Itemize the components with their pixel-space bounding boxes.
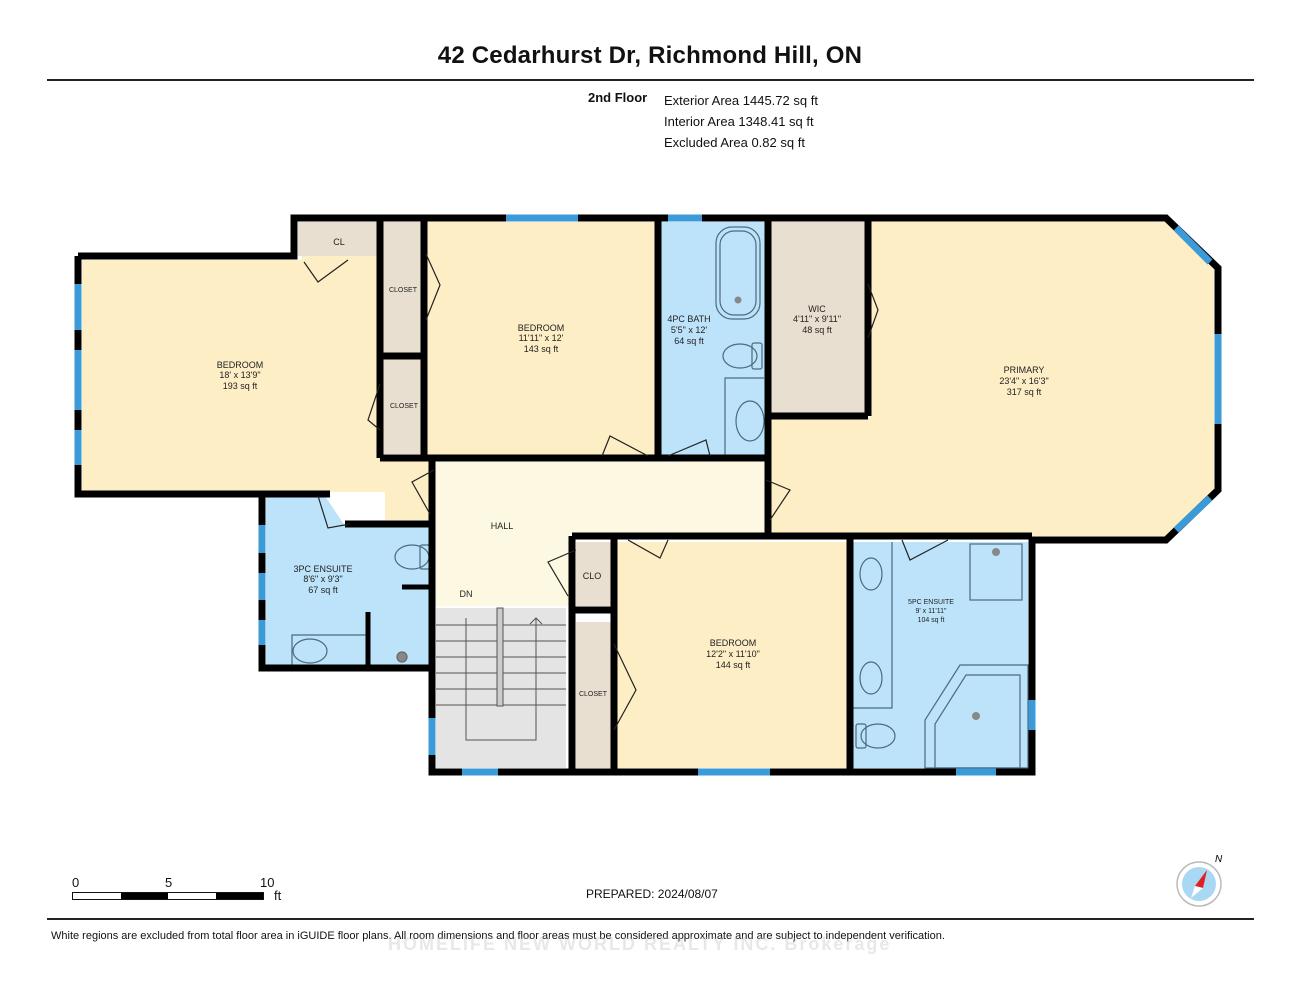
header-divider	[47, 79, 1254, 81]
svg-text:12'2" x 11'10": 12'2" x 11'10"	[706, 649, 760, 659]
door-bedroom-south	[627, 539, 669, 559]
svg-text:8'6" x 9'3": 8'6" x 9'3"	[303, 574, 342, 584]
label-stairs-down: DN	[460, 589, 473, 599]
footer-divider	[47, 918, 1254, 920]
door-closet-2	[367, 383, 381, 431]
svg-text:11'11" x 12': 11'11" x 12'	[519, 333, 564, 343]
scale-tick-0: 0	[72, 875, 80, 890]
room-wic	[770, 222, 866, 414]
room-bedroom-north	[426, 222, 656, 456]
svg-text:67 sq ft: 67 sq ft	[308, 585, 338, 595]
door-cl	[303, 259, 349, 283]
disclaimer: White regions are excluded from total fl…	[51, 930, 945, 942]
label-bedroom-south: BEDROOM	[710, 638, 757, 648]
scale-segments	[72, 892, 264, 900]
label-wic: WIC	[808, 304, 826, 314]
watermark: HOMELIFE NEW WORLD REALTY INC. Brokerage	[388, 934, 892, 954]
room-bedroom-south	[616, 542, 848, 768]
doors	[303, 253, 949, 731]
label-cl: CL	[333, 237, 345, 247]
stair-treads	[436, 607, 566, 741]
toilet-icon	[722, 343, 758, 369]
label-ensuite-3pc: 3PC ENSUITE	[293, 564, 352, 574]
plan-title: 42 Cedarhurst Dr, Richmond Hill, ON	[437, 42, 863, 69]
door-primary	[765, 479, 791, 521]
scale-unit: ft	[274, 888, 282, 903]
area-summary: Exterior Area 1445.72 sq ft Interior Are…	[664, 90, 818, 153]
exterior-area: Exterior Area 1445.72 sq ft	[664, 93, 818, 108]
svg-text:143 sq ft: 143 sq ft	[524, 344, 559, 354]
door-bedroom-west	[411, 469, 435, 515]
svg-text:18' x 13'9": 18' x 13'9"	[219, 370, 260, 380]
windows	[74, 214, 1222, 776]
door-ensuite-3pc	[317, 495, 351, 529]
shower-stall-icon	[969, 543, 1023, 601]
floor-label: 2nd Floor	[588, 90, 648, 105]
label-closet-3: CLOSET	[579, 691, 608, 698]
prepared-date: PREPARED: 2024/08/07	[586, 887, 718, 901]
svg-text:5'5" x 12': 5'5" x 12'	[671, 325, 707, 335]
door-clo	[547, 549, 577, 597]
sink-icon	[859, 557, 883, 591]
room-clo	[576, 542, 612, 606]
excluded-area: Excluded Area 0.82 sq ft	[664, 135, 805, 150]
room-cl	[298, 222, 378, 256]
room-labels: BEDROOM 18' x 13'9" 193 sq ft BEDROOM 11…	[217, 237, 1049, 698]
interior-area: Interior Area 1348.41 sq ft	[664, 114, 814, 129]
label-closet-2: CLOSET	[390, 403, 419, 410]
compass-icon: N	[1176, 854, 1223, 907]
room-closet-3	[576, 622, 612, 768]
door-closet-1	[425, 253, 441, 321]
label-ensuite-5pc: 5PC ENSUITE	[908, 599, 954, 606]
label-hall: HALL	[491, 521, 514, 531]
room-fills	[82, 222, 1214, 768]
label-bath-4pc: 4PC BATH	[667, 314, 710, 324]
door-bath-4pc	[667, 439, 711, 457]
svg-text:9' x 11'11": 9' x 11'11"	[916, 608, 947, 615]
svg-text:23'4" x 16'3": 23'4" x 16'3"	[999, 376, 1048, 386]
door-wic	[867, 283, 879, 339]
svg-text:193 sq ft: 193 sq ft	[223, 381, 258, 391]
sink-icon	[292, 638, 328, 664]
svg-text:48 sq ft: 48 sq ft	[802, 325, 832, 335]
compass-north-label: N	[1215, 854, 1223, 865]
room-closet-1	[383, 222, 423, 354]
label-bedroom-west: BEDROOM	[217, 360, 264, 370]
room-closet-2	[383, 358, 423, 454]
bathtub-icon	[715, 226, 761, 320]
scale-tick-5: 5	[165, 875, 173, 890]
label-bedroom-north: BEDROOM	[518, 323, 565, 333]
room-primary	[770, 222, 1214, 536]
shower-head-icon	[396, 651, 408, 663]
svg-text:4'11" x 9'11": 4'11" x 9'11"	[793, 314, 841, 324]
fixtures	[291, 226, 1029, 769]
room-ensuite-3pc	[266, 496, 430, 666]
label-primary: PRIMARY	[1004, 365, 1045, 375]
label-clo: CLO	[583, 571, 602, 581]
sink-icon	[859, 661, 883, 695]
room-bedroom-west	[82, 254, 430, 520]
door-closet-3	[613, 643, 637, 731]
svg-text:64 sq ft: 64 sq ft	[674, 336, 704, 346]
door-ensuite-5pc	[901, 539, 949, 561]
room-ensuite-5pc	[852, 542, 1028, 768]
scale-tick-10: 10	[260, 875, 275, 890]
sink-icon	[735, 400, 765, 442]
door-bedroom-north	[601, 435, 649, 457]
svg-text:317 sq ft: 317 sq ft	[1007, 387, 1042, 397]
toilet-icon	[860, 723, 896, 749]
room-bath-4pc	[660, 222, 766, 456]
scale-bar: 0 5 10 ft	[72, 875, 292, 903]
svg-text:144 sq ft: 144 sq ft	[716, 660, 751, 670]
label-closet-1: CLOSET	[389, 287, 418, 294]
svg-text:104 sq ft: 104 sq ft	[918, 617, 945, 624]
